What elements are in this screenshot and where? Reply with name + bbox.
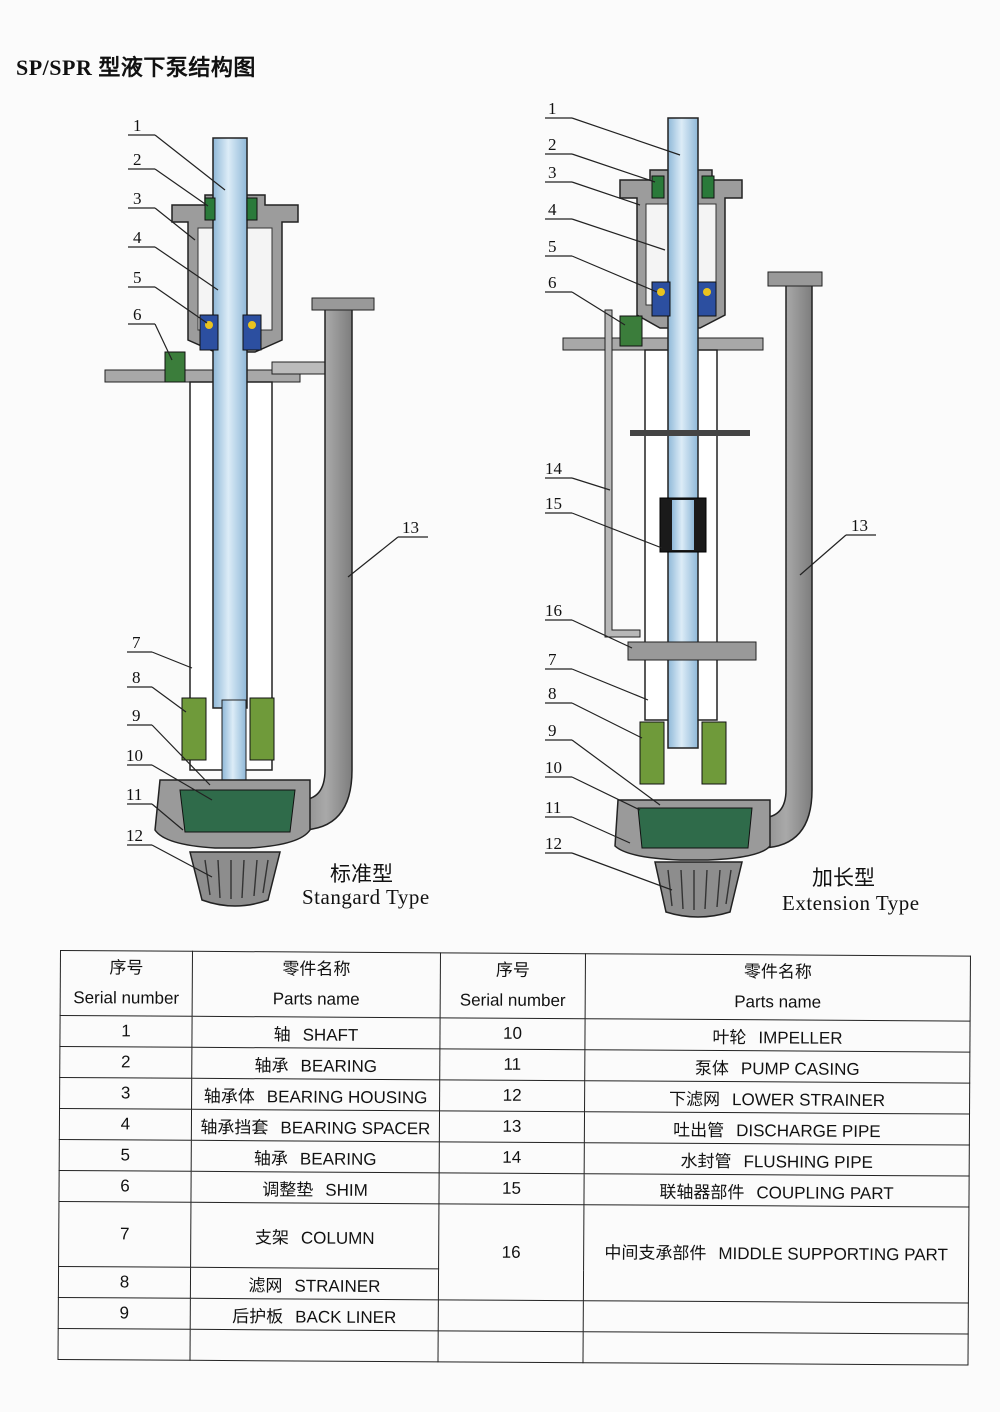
pump-structure-diagram: 1 2 3 4 5 6 13 7 8 9 10 11 12 1 2 3 4 5 … [104, 99, 876, 918]
callout-label: 15 [545, 494, 562, 513]
impeller [179, 789, 296, 833]
flushing-pipe [604, 309, 641, 638]
callout-label: 1 [133, 116, 142, 135]
strainer [181, 697, 207, 761]
mounting-plate [104, 369, 301, 383]
callout-label: 4 [548, 200, 557, 219]
callout-label: 2 [133, 150, 142, 169]
standard-callout-numbers: 1 2 3 4 5 6 13 7 8 9 10 11 12 [126, 116, 419, 845]
callout-label: 12 [545, 834, 562, 853]
callout-label: 2 [548, 135, 557, 154]
lower-bearing [199, 314, 219, 351]
callout-label: 8 [132, 668, 141, 687]
ext-mounting-plate [562, 337, 764, 351]
standard-type-drawing [104, 137, 375, 907]
ext-impeller [637, 807, 753, 849]
standard-callout-leaders [127, 134, 428, 878]
callout-label: 11 [126, 785, 142, 804]
table-row [57, 1328, 969, 1366]
extension-caption-cn: 加长型 [812, 866, 875, 890]
callout-label: 7 [548, 650, 557, 669]
ext-discharge-pipe [759, 284, 813, 849]
extension-caption-en: Extension Type [782, 891, 920, 915]
callout-label: 12 [126, 826, 143, 845]
page-title: SP/SPR 型液下泵结构图 [16, 55, 256, 80]
ext-upper-bearing [651, 175, 665, 199]
callout-label: 14 [545, 459, 563, 478]
callout-label: 11 [545, 798, 561, 817]
callout-label: 9 [132, 706, 141, 725]
middle-support [627, 641, 757, 661]
callout-label: 4 [133, 228, 142, 247]
shaft [212, 137, 248, 709]
extension-callout-numbers: 1 2 3 4 5 6 14 15 13 16 7 8 9 10 11 12 [545, 99, 868, 853]
callout-label: 6 [548, 273, 557, 292]
callout-label: 9 [548, 721, 557, 740]
standard-caption-en: Stangard Type [302, 885, 430, 909]
callout-label: 13 [402, 518, 419, 537]
upper-bearing [204, 197, 216, 221]
ext-strainer [639, 721, 665, 785]
lower-strainer [189, 851, 281, 907]
extension-type-drawing [562, 117, 823, 918]
ext-lower-bearing [651, 281, 671, 317]
extension-callout-leaders [545, 117, 876, 891]
callout-label: 5 [548, 237, 557, 256]
callout-label: 7 [132, 633, 141, 652]
callout-label: 10 [545, 758, 562, 777]
callout-label: 3 [548, 163, 557, 182]
callout-label: 3 [133, 189, 142, 208]
callout-label: 16 [545, 601, 562, 620]
discharge-pipe [299, 307, 353, 831]
callout-label: 13 [851, 516, 868, 535]
callout-label: 1 [548, 99, 557, 118]
standard-caption-cn: 标准型 [330, 862, 393, 886]
callout-label: 5 [133, 268, 142, 287]
callout-label: 10 [126, 746, 143, 765]
callout-label: 8 [548, 684, 557, 703]
callout-label: 6 [133, 305, 142, 324]
ext-lower-strainer [654, 861, 743, 918]
